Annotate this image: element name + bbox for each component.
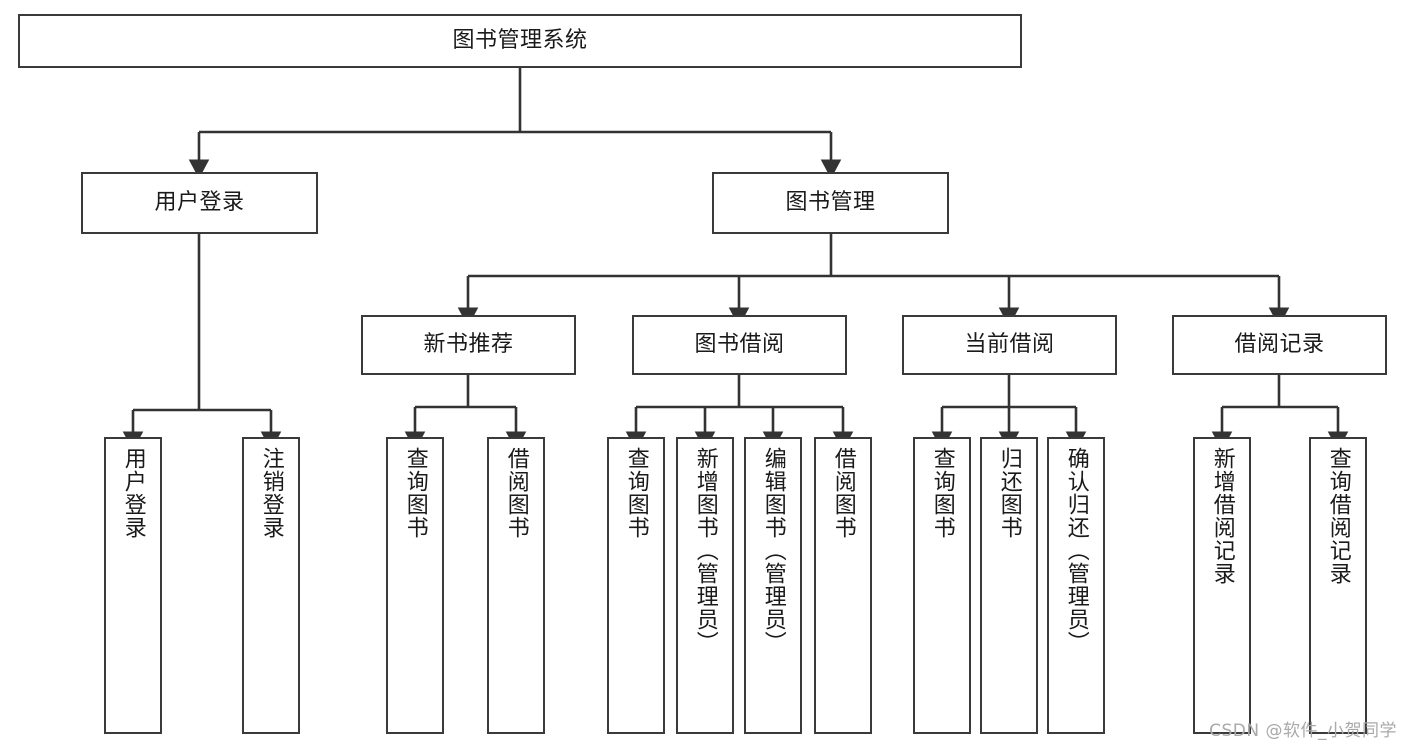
node-label: 图书借阅 (694, 332, 785, 358)
node-label: 注销登录 (258, 447, 284, 539)
leaf-newbook-borrow-book[interactable]: 借阅图书 (487, 437, 545, 734)
node-current-borrow[interactable]: 当前借阅 (902, 315, 1117, 375)
node-label: 编辑图书（管理员） (760, 447, 786, 654)
node-label: 用户登录 (120, 447, 146, 539)
node-label: 查询借阅记录 (1325, 447, 1351, 585)
node-label: 用户登录 (154, 190, 245, 216)
leaf-logout[interactable]: 注销登录 (242, 437, 300, 734)
node-label: 查询图书 (623, 447, 649, 539)
node-label: 借阅记录 (1234, 332, 1325, 358)
leaf-current-return-book[interactable]: 归还图书 (980, 437, 1038, 734)
node-label: 图书管理系统 (452, 28, 588, 54)
leaf-newbook-query-book[interactable]: 查询图书 (386, 437, 444, 734)
node-label: 查询图书 (402, 447, 428, 539)
node-book-borrow[interactable]: 图书借阅 (632, 315, 847, 375)
node-label: 借阅图书 (503, 447, 529, 539)
leaf-borrow-add-book-admin[interactable]: 新增图书（管理员） (676, 437, 734, 734)
leaf-record-query-borrow-record[interactable]: 查询借阅记录 (1309, 437, 1367, 734)
csdn-watermark: CSDN @软件_小贺同学 (1209, 721, 1397, 741)
node-label: 新书推荐 (423, 332, 514, 358)
leaf-current-confirm-return-admin[interactable]: 确认归还（管理员） (1047, 437, 1105, 734)
node-label: 查询图书 (929, 447, 955, 539)
leaf-user-login[interactable]: 用户登录 (104, 437, 162, 734)
node-label: 归还图书 (996, 447, 1022, 539)
leaf-borrow-borrow-book[interactable]: 借阅图书 (814, 437, 872, 734)
node-new-book-recommend[interactable]: 新书推荐 (361, 315, 576, 375)
node-label: 当前借阅 (964, 332, 1055, 358)
leaf-borrow-query-book[interactable]: 查询图书 (607, 437, 665, 734)
node-user-login[interactable]: 用户登录 (81, 172, 318, 234)
node-label: 图书管理 (785, 190, 876, 216)
node-label: 借阅图书 (830, 447, 856, 539)
node-label: 新增图书（管理员） (692, 447, 718, 654)
node-label: 确认归还（管理员） (1063, 447, 1089, 654)
node-root-book-management-system[interactable]: 图书管理系统 (18, 14, 1022, 68)
node-book-management[interactable]: 图书管理 (712, 172, 949, 234)
node-label: 新增借阅记录 (1209, 447, 1235, 585)
node-borrow-record[interactable]: 借阅记录 (1172, 315, 1387, 375)
leaf-record-add-borrow-record[interactable]: 新增借阅记录 (1193, 437, 1251, 734)
leaf-borrow-edit-book-admin[interactable]: 编辑图书（管理员） (744, 437, 802, 734)
leaf-current-query-book[interactable]: 查询图书 (913, 437, 971, 734)
